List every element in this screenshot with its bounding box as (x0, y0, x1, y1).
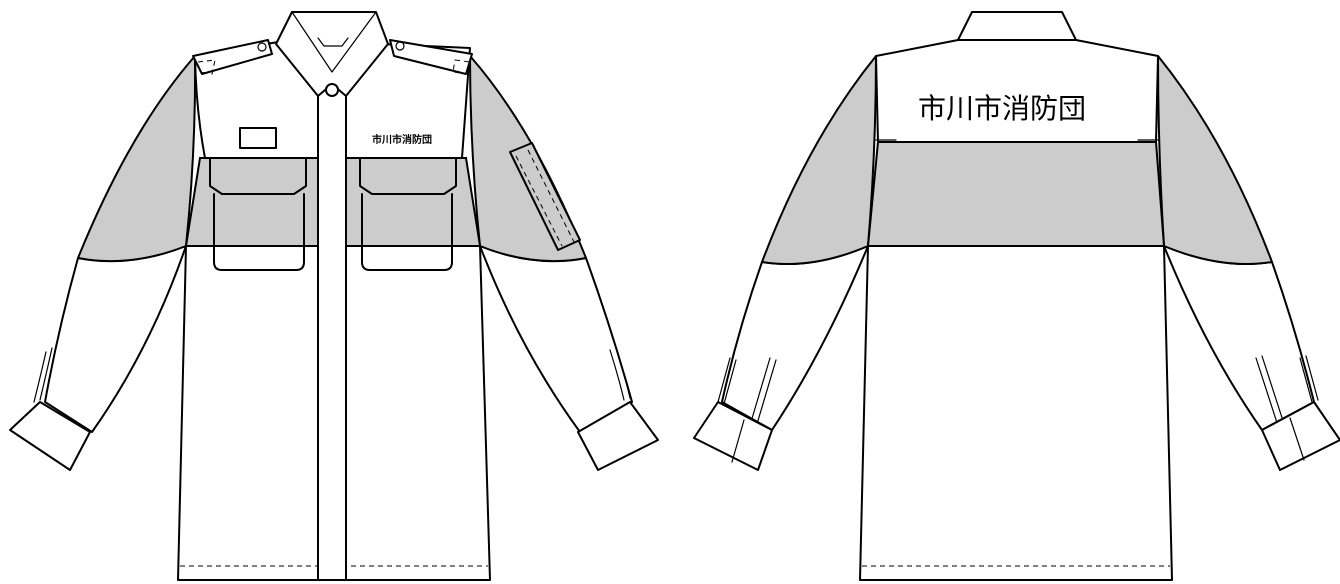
back-body (859, 245, 1173, 581)
back-left-sleeve-lower (721, 245, 869, 431)
back-yoke (875, 39, 1159, 143)
front-chest-text: 市川市消防団 (372, 133, 432, 146)
front-right-pocket (361, 193, 453, 271)
sleeve-pen-pocket (509, 142, 581, 251)
collar-button (325, 83, 339, 97)
back-collar (957, 11, 1077, 41)
back-view: 市川市消防団 (693, 11, 1340, 581)
back-text: 市川市消防団 (918, 92, 1086, 125)
front-left-pocket-flap (209, 157, 307, 195)
back-gray-band (866, 141, 1166, 247)
front-right-cuff (577, 401, 659, 471)
back-left-sleeve-upper (761, 55, 877, 265)
back-left-cuff (693, 401, 773, 471)
back-right-sleeve-upper (1157, 55, 1273, 265)
front-left-cuff (9, 401, 91, 471)
front-view: 市川市消防団 (9, 11, 659, 581)
back-right-sleeve-lower (1163, 245, 1315, 431)
front-left-sleeve-lower (44, 245, 187, 433)
front-right-pocket-flap (359, 157, 457, 195)
front-left-sleeve-upper (77, 55, 197, 263)
back-right-cuff (1261, 401, 1340, 471)
name-badge-outline (239, 127, 277, 149)
front-left-pocket (213, 193, 305, 271)
front-right-sleeve-lower (479, 245, 633, 433)
front-placket (317, 87, 347, 581)
